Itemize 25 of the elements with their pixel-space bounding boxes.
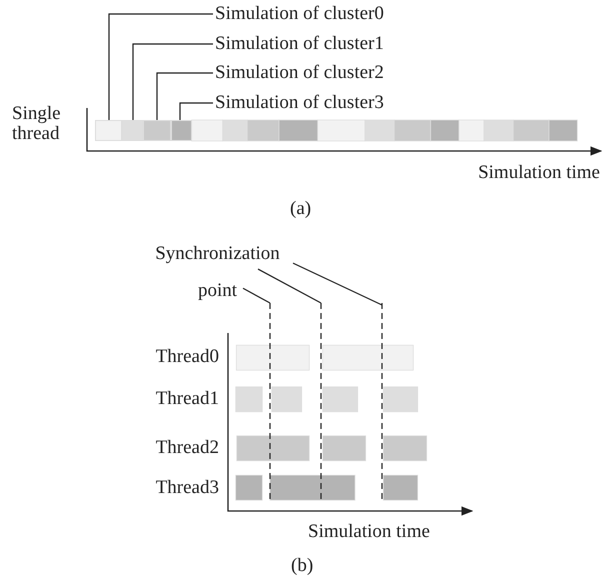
panel-label: (a) [290,198,312,220]
leader-line [179,102,213,120]
axis-label: Single thread [12,104,62,144]
leader-text: Simulation of cluster0 [215,3,384,25]
leader-text: Simulation of cluster3 [215,92,384,114]
leader-text: Simulation of cluster2 [215,62,384,84]
row-label: Thread1 [156,388,219,410]
cluster-block [95,120,122,141]
leader-line [242,288,270,304]
cluster-block [170,120,192,141]
panel-label: (b) [291,555,314,577]
cluster-block [143,120,171,141]
leader-line [292,262,382,306]
annotation-text: Synchronization point [135,235,300,309]
cluster-block [122,120,144,141]
leader-line [156,72,213,120]
leader-text: Simulation of cluster1 [215,33,384,55]
axis-label: Simulation time [308,521,430,543]
leader-line [132,43,213,120]
row-label: Thread0 [156,346,219,368]
leader-line [258,268,322,304]
axis-label: Simulation time [478,162,600,184]
row-label: Thread2 [156,437,219,459]
leader-line [108,13,213,120]
row-label: Thread3 [156,477,219,499]
